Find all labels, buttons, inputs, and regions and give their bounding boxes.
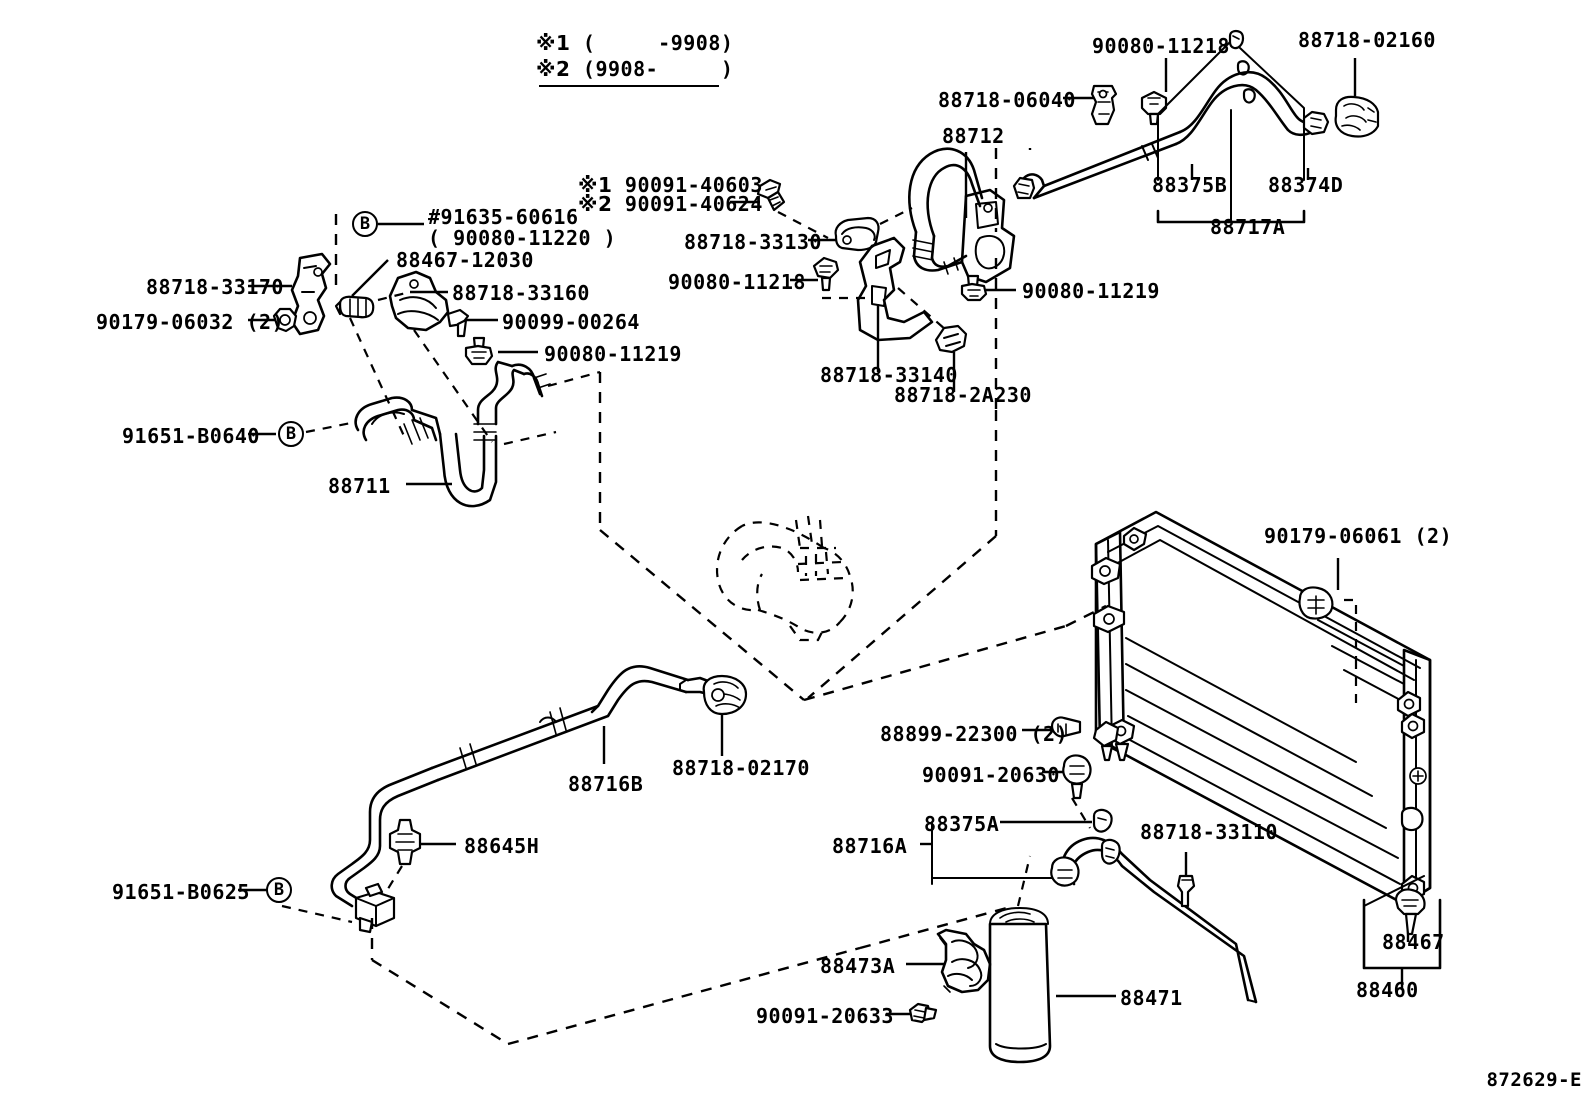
callout-88717A: 88717A xyxy=(1210,215,1286,239)
callout-88375A: 88375A xyxy=(924,812,1000,836)
bullet-b-1: B xyxy=(352,211,378,237)
callout-88899-22300: 88899-22300 (2) xyxy=(880,722,1069,746)
callout-88460: 88460 xyxy=(1356,978,1419,1002)
callout-90091-40603-text: 90091-40603 xyxy=(624,173,763,197)
callout-88718-2A230: 88718-2A230 xyxy=(894,383,1032,407)
note-legend: ※1 ( -9908) ※2 (9908- ) xyxy=(536,30,733,82)
note-line-1: ※1 ( -9908) xyxy=(536,30,733,56)
callout-90099-00264: 90099-00264 xyxy=(502,310,640,334)
callout-88473A: 88473A xyxy=(820,954,896,978)
callout-90080-11218-mid: 90080-11218 xyxy=(668,270,806,294)
callout-90179-06061: 90179-06061 (2) xyxy=(1264,524,1453,548)
callout-mark2-90091-40624: ※2 90091-40624 xyxy=(578,192,763,218)
callout-88718-33110: 88718-33110 xyxy=(1140,820,1278,844)
callout-90091-20633: 90091-20633 xyxy=(756,1004,894,1028)
callout-88375B: 88375B xyxy=(1152,173,1228,197)
callout-90179-06032: 90179-06032 (2) xyxy=(96,310,285,334)
callout-88718-33170: 88718-33170 xyxy=(146,275,284,299)
bullet-b-3: B xyxy=(266,877,292,903)
callout-90080-11220: ( 90080-11220 ) xyxy=(428,226,617,250)
note-underline xyxy=(539,85,719,87)
callout-91651-B0625: 91651-B0625 xyxy=(112,880,250,904)
callout-88645H: 88645H xyxy=(464,834,540,858)
callout-88718-06040: 88718-06040 xyxy=(938,88,1076,112)
callout-88471: 88471 xyxy=(1120,986,1183,1010)
callout-90080-11219-mid: 90080-11219 xyxy=(1022,279,1160,303)
callout-88712: 88712 xyxy=(942,124,1005,148)
mark1-symbol-ref: ※1 xyxy=(578,173,613,197)
callout-90091-20630: 90091-20630 xyxy=(922,763,1060,787)
callout-88711: 88711 xyxy=(328,474,391,498)
callout-88467-12030: 88467-12030 xyxy=(396,248,534,272)
bullet-b-2: B xyxy=(278,421,304,447)
mark2-symbol-ref: ※2 xyxy=(578,192,613,216)
callout-88374D: 88374D xyxy=(1268,173,1344,197)
note-line-2: ※2 (9908- ) xyxy=(536,56,733,82)
callout-90080-11219-left: 90080-11219 xyxy=(544,342,682,366)
callout-88718-33130: 88718-33130 xyxy=(684,230,822,254)
callout-88718-02160: 88718-02160 xyxy=(1298,28,1436,52)
mark2-text: (9908- ) xyxy=(582,57,734,81)
mark1-text: ( -9908) xyxy=(582,31,734,55)
mark2-symbol: ※2 xyxy=(536,57,571,81)
callout-91635-60616: #91635-60616 xyxy=(428,205,579,229)
callout-90091-40624-text: 90091-40624 xyxy=(624,192,763,216)
mark1-symbol: ※1 xyxy=(536,31,571,55)
callout-88716B: 88716B xyxy=(568,772,644,796)
callout-mark1-90091-40603: ※1 90091-40603 xyxy=(578,173,763,199)
callout-88718-02170: 88718-02170 xyxy=(672,756,810,780)
callout-88718-33160: 88718-33160 xyxy=(452,281,590,305)
callout-90080-11218-top: 90080-11218 xyxy=(1092,34,1230,58)
callout-88467: 88467 xyxy=(1382,930,1445,954)
callout-88718-33140: 88718-33140 xyxy=(820,363,958,387)
callout-91651-B0640: 91651-B0640 xyxy=(122,424,260,448)
callout-88716A: 88716A xyxy=(832,834,908,858)
diagram-code: 872629-E xyxy=(1486,1069,1582,1091)
